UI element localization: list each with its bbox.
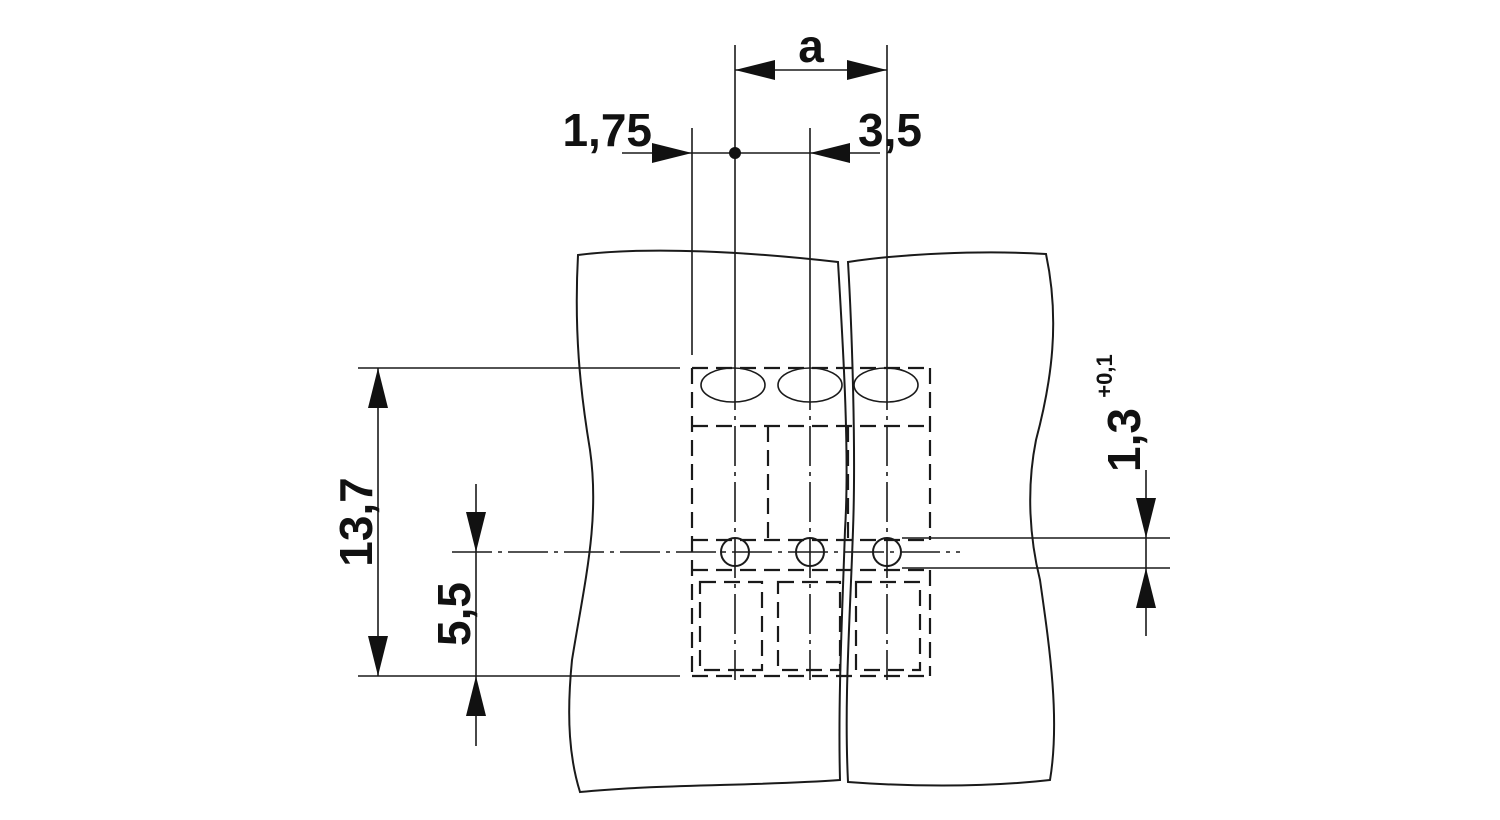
dim-1-3-label: 1,3 — [1098, 408, 1150, 472]
dim-13-7-arrow-bottom — [368, 636, 388, 676]
board-left-outline — [568, 249, 848, 794]
dim-1-75-arrow — [652, 143, 692, 163]
board-right-outline — [845, 251, 1056, 787]
origin-dot — [729, 147, 741, 159]
dim-13-7-label: 13,7 — [330, 477, 382, 567]
dim-a-label: a — [798, 20, 824, 72]
dim-a-arrow-right — [847, 60, 887, 80]
dim-5-5-arrow-bottom — [466, 676, 486, 716]
dim-3-5-label: 3,5 — [858, 104, 922, 156]
dim-5-5-arrow-top — [466, 512, 486, 552]
dim-a-arrow-left — [735, 60, 775, 80]
dim-1-75-label: 1,75 — [562, 104, 652, 156]
dim-1-3-tolerance: +0,1 — [1092, 354, 1117, 397]
connector-body-dashed — [690, 366, 932, 678]
screw-head-1 — [700, 367, 766, 403]
dim-3-5-arrow — [810, 143, 850, 163]
dim-1-3-arrow-top — [1136, 498, 1156, 538]
dim-5-5-label: 5,5 — [428, 582, 480, 646]
screw-head-2 — [777, 367, 843, 403]
dim-1-3-arrow-bottom — [1136, 568, 1156, 608]
dim-13-7-arrow-top — [368, 368, 388, 408]
screw-head-3 — [853, 367, 919, 403]
